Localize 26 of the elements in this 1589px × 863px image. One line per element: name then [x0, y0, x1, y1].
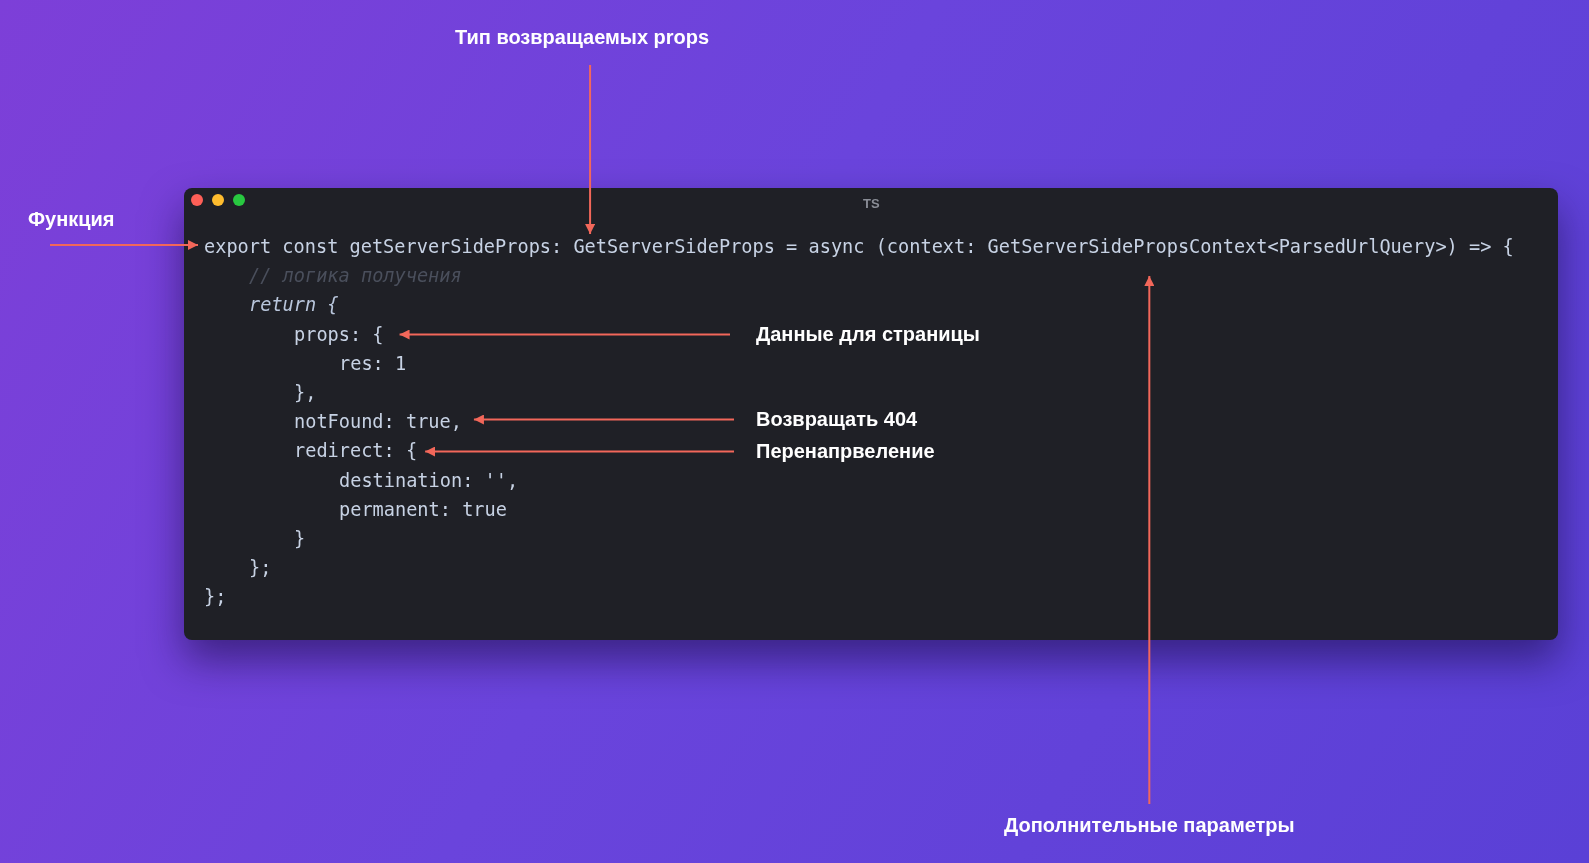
- code-line: permanent: true: [339, 498, 507, 521]
- annotation-text: Функция: [28, 208, 115, 231]
- code-line: },: [294, 382, 317, 404]
- code-line: res: 1: [339, 352, 407, 375]
- code-line: }: [294, 528, 306, 550]
- code-line: };: [249, 557, 272, 580]
- arrow: [472, 414, 735, 425]
- code-window: [184, 188, 1558, 640]
- window-title: TS: [863, 196, 880, 211]
- arrow: [398, 329, 731, 340]
- annotation-text: Дополнительные параметры: [1004, 814, 1295, 837]
- arrow: [424, 446, 735, 457]
- code-line: props: {: [294, 323, 384, 346]
- arrow: [1144, 275, 1155, 805]
- arrow: [49, 240, 199, 250]
- code-line: notFound: true,: [294, 411, 462, 434]
- annotation-text: Тип возвращаемых props: [455, 26, 710, 49]
- code-line: export const getServerSideProps: GetServerSideProps = async (context: GetServerSidePropsContext<ParsedUrlQuery>) => {: [204, 236, 1514, 258]
- annotation-text: Перенапрвеление: [756, 440, 935, 463]
- annotation-text: Данные для страницы: [756, 323, 980, 346]
- code-line: return {: [249, 294, 339, 317]
- code-line: redirect: {: [294, 440, 418, 463]
- arrow: [585, 64, 596, 235]
- code-line: };: [204, 586, 227, 609]
- code-line: destination: '',: [339, 469, 519, 492]
- annotation-text: Возвращать 404: [756, 408, 918, 431]
